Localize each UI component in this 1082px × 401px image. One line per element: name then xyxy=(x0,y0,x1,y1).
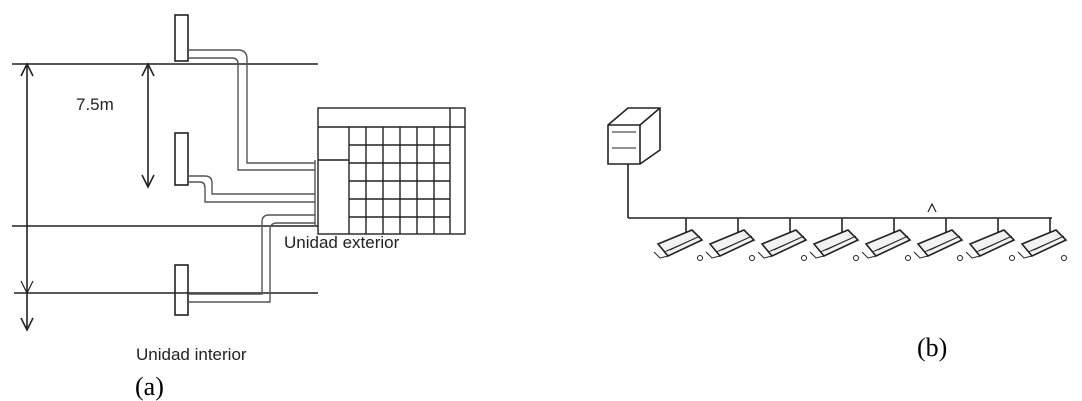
diagram-a xyxy=(12,14,466,332)
indoor-unit xyxy=(757,218,808,261)
outdoor-unit-grid xyxy=(317,107,466,235)
indoor-unit xyxy=(965,218,1016,261)
outdoor-unit-label: Unidad exterior xyxy=(284,233,400,252)
outdoor-unit xyxy=(607,107,661,165)
indoor-unit xyxy=(809,218,860,261)
caption-a: (a) xyxy=(135,372,164,401)
indoor-units-row xyxy=(653,218,1068,261)
height-7-5m-dimension xyxy=(141,62,155,189)
diagram-b xyxy=(607,107,1068,261)
indoor-unit xyxy=(1017,218,1068,261)
indoor-unit xyxy=(913,218,964,261)
indoor-unit xyxy=(705,218,756,261)
indoor-unit xyxy=(653,218,704,261)
indoor-unit-top xyxy=(174,14,189,62)
indoor-unit xyxy=(861,218,912,261)
indoor-unit-bottom xyxy=(174,264,189,316)
caption-b: (b) xyxy=(917,333,947,362)
height-label: 7.5m xyxy=(76,95,114,114)
total-height-dimension xyxy=(12,62,318,332)
indoor-unit-middle xyxy=(174,132,189,186)
refrigerant-pipes xyxy=(188,49,316,303)
indoor-unit-label: Unidad interior xyxy=(136,345,247,364)
